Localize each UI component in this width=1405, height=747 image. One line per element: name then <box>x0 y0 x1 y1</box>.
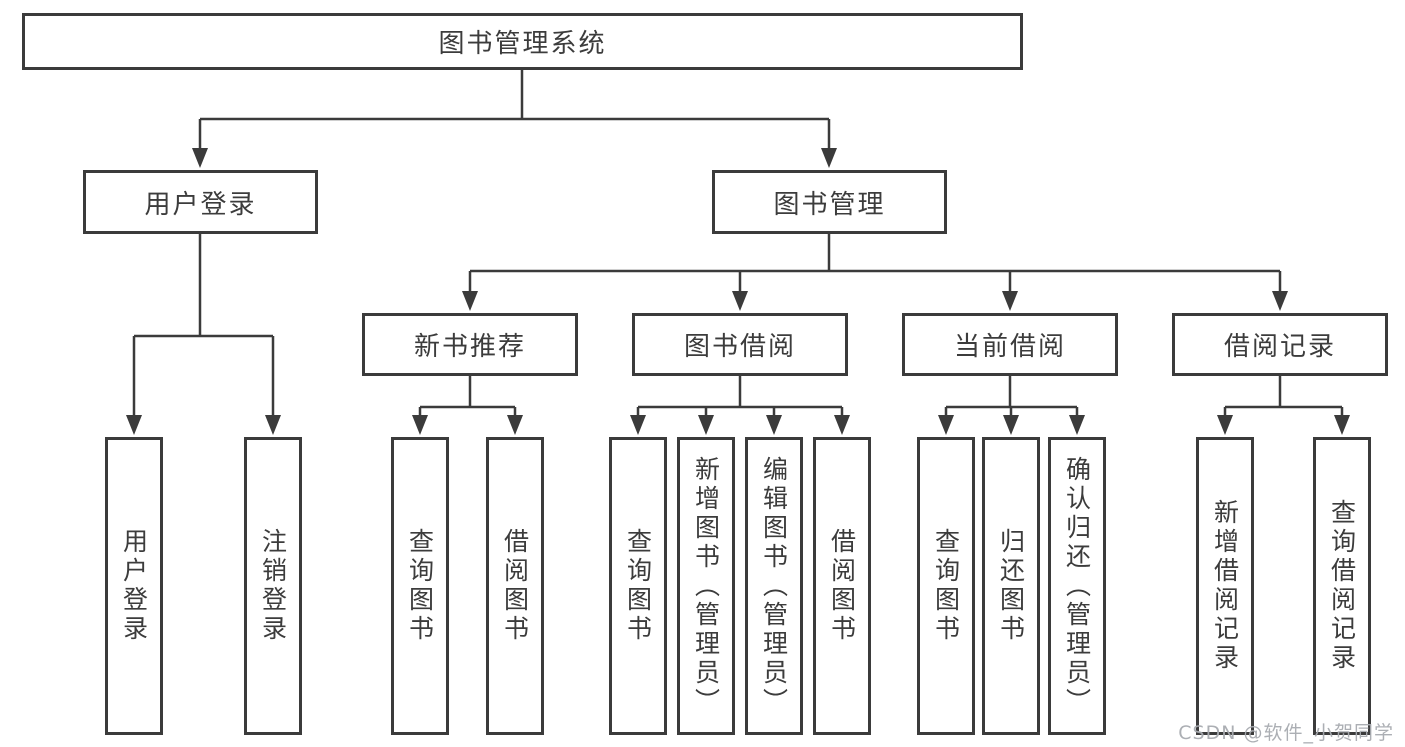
arrow-down-icon <box>732 291 748 311</box>
leaf-query-borrow-record: 查询借阅记录 <box>1313 437 1371 735</box>
node-new-book-recommend: 新书推荐 <box>362 313 578 376</box>
node-label: 用户登录 <box>119 528 149 644</box>
connector-book-borrow <box>636 376 844 425</box>
node-label: 图书管理 <box>773 189 886 220</box>
leaf-borrow-books: 借阅图书 <box>813 437 871 735</box>
arrow-down-icon <box>126 415 142 435</box>
node-label: 新书推荐 <box>413 332 526 362</box>
node-label: 借阅图书 <box>500 528 530 644</box>
arrow-down-icon <box>462 291 478 311</box>
arrow-down-icon <box>630 415 646 435</box>
node-label: 借阅图书 <box>827 528 857 644</box>
node-label: 用户登录 <box>144 189 257 220</box>
leaf-user-login: 用户登录 <box>105 437 163 735</box>
arrow-down-icon <box>834 415 850 435</box>
arrow-down-icon <box>1217 415 1233 435</box>
arrow-down-icon <box>821 148 837 168</box>
arrow-down-icon <box>192 148 208 168</box>
node-user-login: 用户登录 <box>83 170 318 234</box>
arrow-down-icon <box>1334 415 1350 435</box>
arrow-down-icon <box>1272 291 1288 311</box>
connector-current-borrow <box>944 376 1079 425</box>
arrow-down-icon <box>265 415 281 435</box>
node-label: 新增借阅记录 <box>1210 499 1240 673</box>
arrow-down-icon <box>698 415 714 435</box>
node-label: 查询图书 <box>931 528 961 644</box>
node-label: 图书管理系统 <box>438 29 607 59</box>
node-book-borrowing: 图书借阅 <box>632 313 848 376</box>
leaf-add-book-admin: 新增图书（管理员） <box>677 437 735 735</box>
arrow-down-icon <box>1002 291 1018 311</box>
leaf-borrow-books-recommend: 借阅图书 <box>486 437 544 735</box>
connector-book-mgmt <box>468 234 1282 301</box>
node-label: 图书借阅 <box>683 332 796 362</box>
leaf-add-borrow-record: 新增借阅记录 <box>1196 437 1254 735</box>
connector-user-login <box>132 234 275 425</box>
node-book-management: 图书管理 <box>712 170 947 234</box>
leaf-confirm-return-admin: 确认归还（管理员） <box>1048 437 1106 735</box>
node-label: 当前借阅 <box>953 332 1066 362</box>
arrow-down-icon <box>938 415 954 435</box>
leaf-return-book: 归还图书 <box>982 437 1040 735</box>
node-label: 新增图书（管理员） <box>691 455 721 717</box>
leaf-query-books-current: 查询图书 <box>917 437 975 735</box>
arrow-down-icon <box>1069 415 1085 435</box>
arrow-down-icon <box>412 415 428 435</box>
node-borrowing-records: 借阅记录 <box>1172 313 1388 376</box>
node-label: 查询图书 <box>405 528 435 644</box>
node-root: 图书管理系统 <box>22 13 1023 70</box>
leaf-edit-book-admin: 编辑图书（管理员） <box>745 437 803 735</box>
leaf-query-books-borrow: 查询图书 <box>609 437 667 735</box>
leaf-logout: 注销登录 <box>244 437 302 735</box>
node-current-borrowing: 当前借阅 <box>902 313 1118 376</box>
arrow-down-icon <box>507 415 523 435</box>
arrow-down-icon <box>766 415 782 435</box>
node-label: 注销登录 <box>258 528 288 644</box>
node-label: 归还图书 <box>996 528 1026 644</box>
leaf-query-books-recommend: 查询图书 <box>391 437 449 735</box>
node-label: 编辑图书（管理员） <box>759 455 789 717</box>
connector-root <box>198 70 831 158</box>
connector-borrow-records <box>1223 376 1344 425</box>
csdn-watermark: CSDN @软件_小贺同学 <box>1178 722 1394 744</box>
node-label: 查询借阅记录 <box>1327 499 1357 673</box>
node-label: 查询图书 <box>623 528 653 644</box>
node-label: 借阅记录 <box>1223 332 1336 362</box>
arrow-down-icon <box>1003 415 1019 435</box>
connector-new-book-rec <box>418 376 517 425</box>
node-label: 确认归还（管理员） <box>1062 455 1092 717</box>
